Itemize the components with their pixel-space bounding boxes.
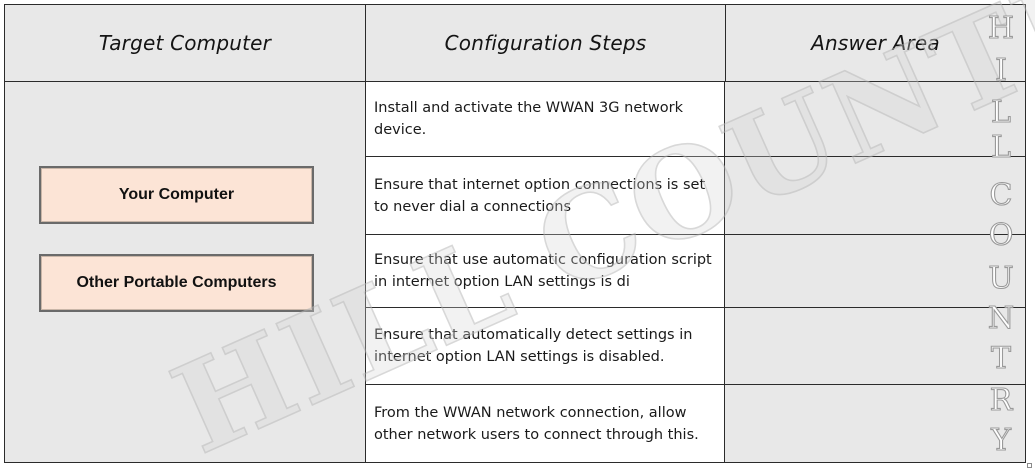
- answer-slot-5[interactable]: [725, 385, 1025, 462]
- resize-handle: [1027, 463, 1032, 468]
- step-install-wwan[interactable]: Install and activate the WWAN 3G network…: [366, 82, 724, 157]
- target-computer-column: Your Computer Other Portable Computers: [5, 82, 366, 462]
- answer-slot-2[interactable]: [725, 157, 1025, 235]
- your-computer-button[interactable]: Your Computer: [39, 166, 314, 224]
- step-never-dial[interactable]: Ensure that internet option connections …: [366, 157, 724, 235]
- answer-slot-3[interactable]: [725, 235, 1025, 308]
- configuration-steps-column: Install and activate the WWAN 3G network…: [366, 82, 725, 462]
- header-configuration-steps: Configuration Steps: [366, 5, 726, 81]
- drag-drop-table: Target Computer Configuration Steps Answ…: [4, 4, 1026, 463]
- step-text: Ensure that automatically detect setting…: [374, 327, 693, 365]
- answer-slot-4[interactable]: [725, 308, 1025, 385]
- step-auto-config-script[interactable]: Ensure that use automatic configuration …: [366, 235, 724, 308]
- other-portable-computers-button[interactable]: Other Portable Computers: [39, 254, 314, 312]
- header-target-computer: Target Computer: [5, 5, 366, 81]
- step-allow-network-users[interactable]: From the WWAN network connection, allow …: [366, 385, 724, 462]
- step-auto-detect-settings[interactable]: Ensure that automatically detect setting…: [366, 308, 724, 385]
- step-text: Ensure that internet option connections …: [374, 176, 706, 215]
- step-text: Install and activate the WWAN 3G network…: [374, 100, 684, 138]
- table-header-row: Target Computer Configuration Steps Answ…: [5, 5, 1025, 82]
- answer-area-column: [725, 82, 1025, 462]
- header-answer-area: Answer Area: [811, 31, 940, 55]
- step-text: Ensure that use automatic configuration …: [374, 252, 712, 290]
- step-text: From the WWAN network connection, allow …: [374, 404, 699, 443]
- answer-slot-1[interactable]: [725, 82, 1025, 157]
